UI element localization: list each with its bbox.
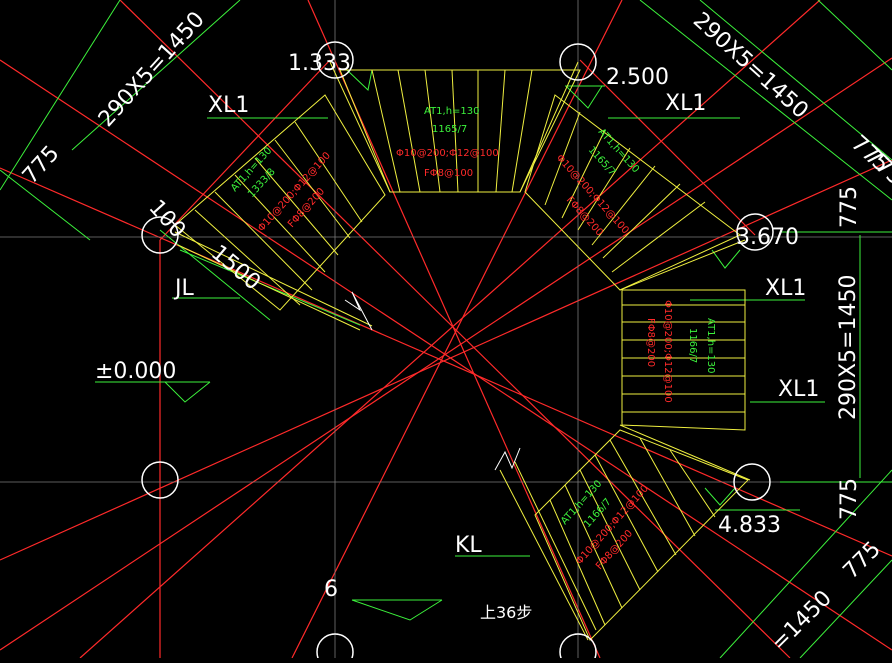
steps-note: 上36步 [480, 603, 532, 622]
beam-label-jl: JL [173, 276, 194, 301]
elevation-label: 4.833 [718, 513, 781, 538]
elevation-label: 3.670 [736, 225, 799, 250]
stair-flights [174, 61, 751, 641]
beam-label-xl1: XL1 [665, 91, 706, 116]
elevation-label: ±0.000 [95, 359, 176, 384]
elevation-label: 2.500 [606, 65, 669, 90]
dimension-text: 775 [837, 186, 862, 228]
elevation-label: 1.333 [288, 51, 351, 76]
elevation-markers [164, 69, 741, 621]
column-circle[interactable] [733, 463, 771, 501]
column-circle[interactable] [559, 633, 597, 663]
dimension-text: 1500 [206, 240, 265, 295]
beam-label-xl1: XL1 [208, 93, 249, 118]
dimension-text: 290X5=1450 [836, 275, 861, 420]
dimension-text: 775 [837, 478, 862, 520]
stair-rebar-note: Φ10@200;Φ12@100 [396, 148, 499, 159]
column-circle[interactable] [141, 216, 179, 254]
stair-dist-note: FΦ8@200 [645, 318, 656, 367]
beam-label-kl: KL [455, 533, 482, 558]
dimension-text: 290X5=1450 [94, 7, 210, 132]
column-markers [141, 41, 774, 663]
break-lines [344, 291, 521, 471]
dimension-text: 290X5=1450 [688, 8, 813, 124]
elevation-label: 6 [324, 577, 338, 602]
column-circle[interactable] [559, 43, 597, 81]
stair-type-note: AT1,h=130 [424, 106, 480, 117]
stair-dist-note: FΦ8@100 [424, 168, 473, 179]
beam-label-xl1: XL1 [765, 276, 806, 301]
column-circle[interactable] [316, 633, 354, 663]
column-circle[interactable] [141, 461, 179, 499]
stair-type-note: AT1,h=130 [705, 318, 716, 374]
stair-rebar-note: Φ10@200;Φ12@100 [662, 300, 673, 403]
dimension-text: 775 [18, 141, 65, 189]
dimension-text: =1450 [767, 586, 837, 656]
stair-span-note: 1166/7 [687, 328, 698, 363]
column-circle[interactable] [736, 213, 774, 251]
stair-span-note: 1165/7 [432, 124, 467, 135]
column-circle[interactable] [316, 41, 354, 79]
dimension-text: 775 [839, 537, 886, 584]
beam-label-xl1: XL1 [778, 377, 819, 402]
